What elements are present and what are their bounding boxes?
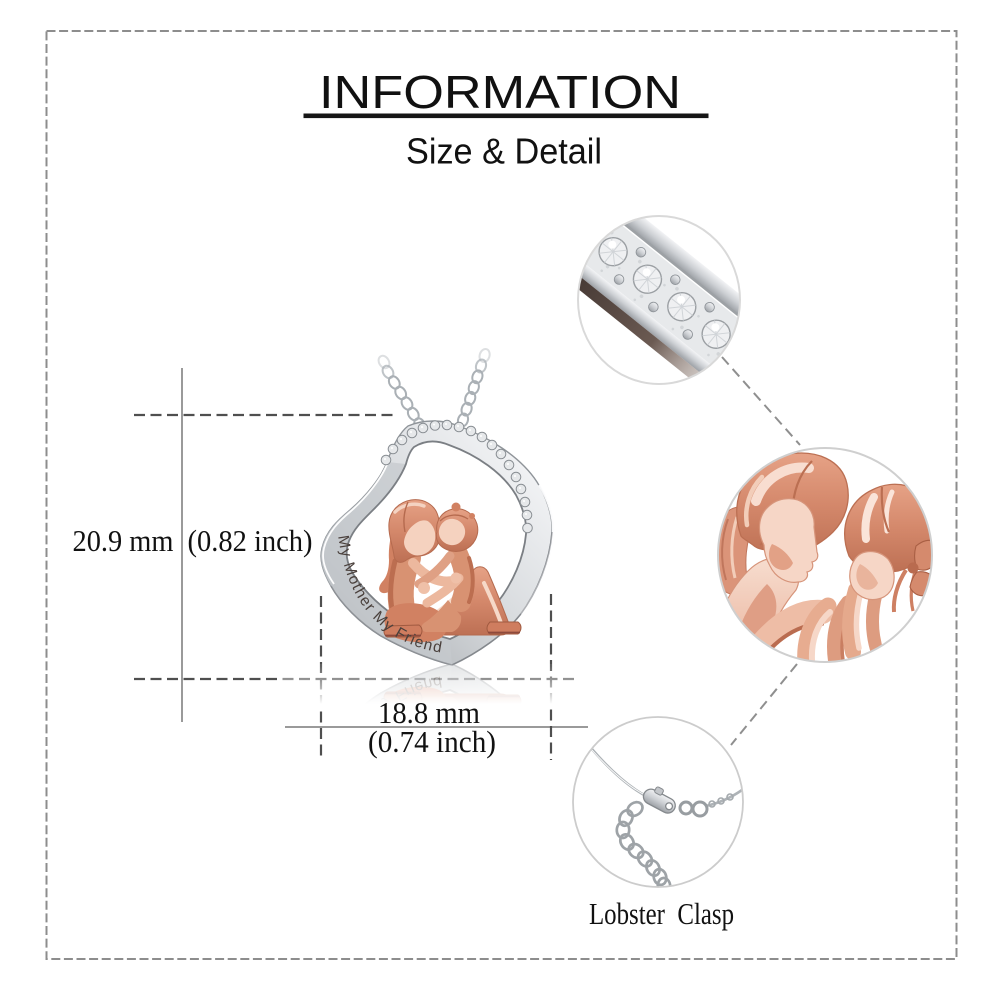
svg-text:(0.74 inch): (0.74 inch) bbox=[368, 724, 496, 759]
svg-text:20.9 mm: 20.9 mm bbox=[73, 523, 174, 558]
svg-text:Lobster Clasp: Lobster Clasp bbox=[589, 896, 734, 931]
svg-text:(0.82 inch): (0.82 inch) bbox=[188, 523, 313, 558]
svg-text:Size & Detail: Size & Detail bbox=[406, 131, 602, 172]
svg-text:18.8 mm: 18.8 mm bbox=[378, 695, 480, 730]
svg-text:INFORMATION: INFORMATION bbox=[319, 66, 681, 118]
